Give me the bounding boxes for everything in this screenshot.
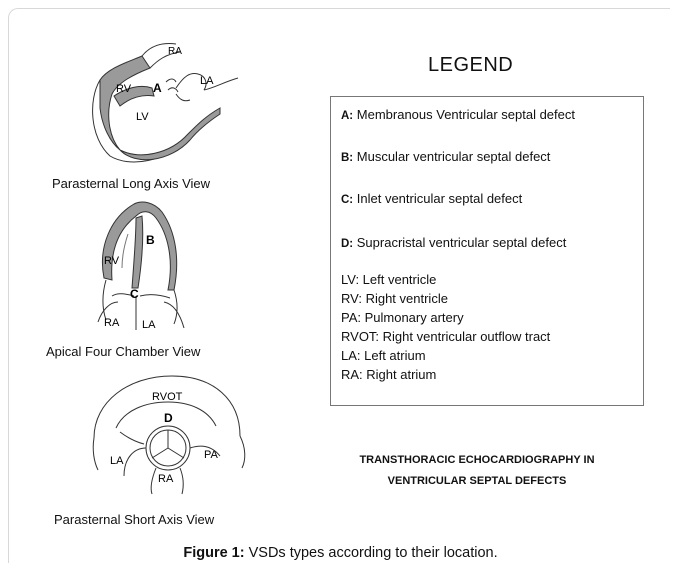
legend-defect-a: A: Membranous Ventricular septal defect — [341, 107, 575, 122]
a4c-rv-label: RV — [104, 255, 120, 267]
legend-defect-b-text: Muscular ventricular septal defect — [357, 149, 551, 164]
legend-defect-c: C: Inlet ventricular septal defect — [341, 191, 522, 206]
legend-defect-a-text: Membranous Ventricular septal defect — [357, 107, 575, 122]
psax-la-label: LA — [110, 455, 124, 467]
legend-abbr-rvot: RVOT: Right ventricular outflow tract — [341, 328, 550, 345]
legend-defect-c-text: Inlet ventricular septal defect — [357, 191, 522, 206]
main-title-line2: VENTRICULAR SEPTAL DEFECTS — [312, 471, 642, 492]
legend-defect-d-text: Supracristal ventricular septal defect — [357, 235, 567, 250]
psax-caption: Parasternal Short Axis View — [54, 512, 214, 527]
legend-abbr-la: LA: Left atrium — [341, 347, 426, 364]
legend-defect-c-key: C: — [341, 194, 353, 206]
a4c-ra-label: RA — [104, 317, 120, 329]
legend-title: LEGEND — [428, 54, 513, 77]
apical-four-chamber-diagram: B RV C RA LA — [88, 198, 198, 336]
legend-defect-b: B: Muscular ventricular septal defect — [341, 149, 550, 164]
plax-ra-label: RA — [168, 46, 182, 57]
legend-abbr-pa: PA: Pulmonary artery — [341, 309, 464, 326]
legend-defect-b-key: B: — [341, 152, 353, 164]
a4c-caption: Apical Four Chamber View — [46, 344, 200, 359]
main-title-line1: TRANSTHORACIC ECHOCARDIOGRAPHY IN — [312, 450, 642, 471]
plax-la-label: LA — [200, 75, 214, 87]
figure-caption-text: VSDs types according to their location. — [249, 545, 498, 561]
figure-caption: Figure 1: VSDs types according to their … — [0, 545, 681, 561]
a4c-marker-c: C — [130, 287, 139, 301]
legend-defect-a-key: A: — [341, 110, 353, 122]
plax-marker-a: A — [153, 81, 162, 95]
plax-lv-label: LV — [136, 111, 149, 123]
legend-box: A: Membranous Ventricular septal defect … — [330, 96, 644, 406]
legend-abbr-rv: RV: Right ventricle — [341, 290, 448, 307]
figure-caption-label: Figure 1: — [183, 545, 244, 561]
plax-caption: Parasternal Long Axis View — [52, 176, 210, 191]
parasternal-long-axis-diagram: RA RV A LA LV — [80, 38, 260, 168]
psax-ra-label: RA — [158, 473, 174, 485]
a4c-marker-b: B — [146, 233, 155, 247]
psax-rvot-label: RVOT — [152, 391, 183, 403]
legend-defect-d: D: Supracristal ventricular septal defec… — [341, 235, 566, 250]
parasternal-short-axis-diagram: RVOT D LA PA RA — [80, 366, 260, 496]
plax-rv-label: RV — [116, 83, 132, 95]
psax-marker-d: D — [164, 411, 173, 425]
legend-abbr-lv: LV: Left ventricle — [341, 271, 436, 288]
legend-defect-d-key: D: — [341, 238, 353, 250]
a4c-la-label: LA — [142, 319, 156, 331]
main-title: TRANSTHORACIC ECHOCARDIOGRAPHY IN VENTRI… — [312, 450, 642, 492]
psax-pa-label: PA — [204, 449, 219, 461]
legend-abbr-ra: RA: Right atrium — [341, 366, 436, 383]
